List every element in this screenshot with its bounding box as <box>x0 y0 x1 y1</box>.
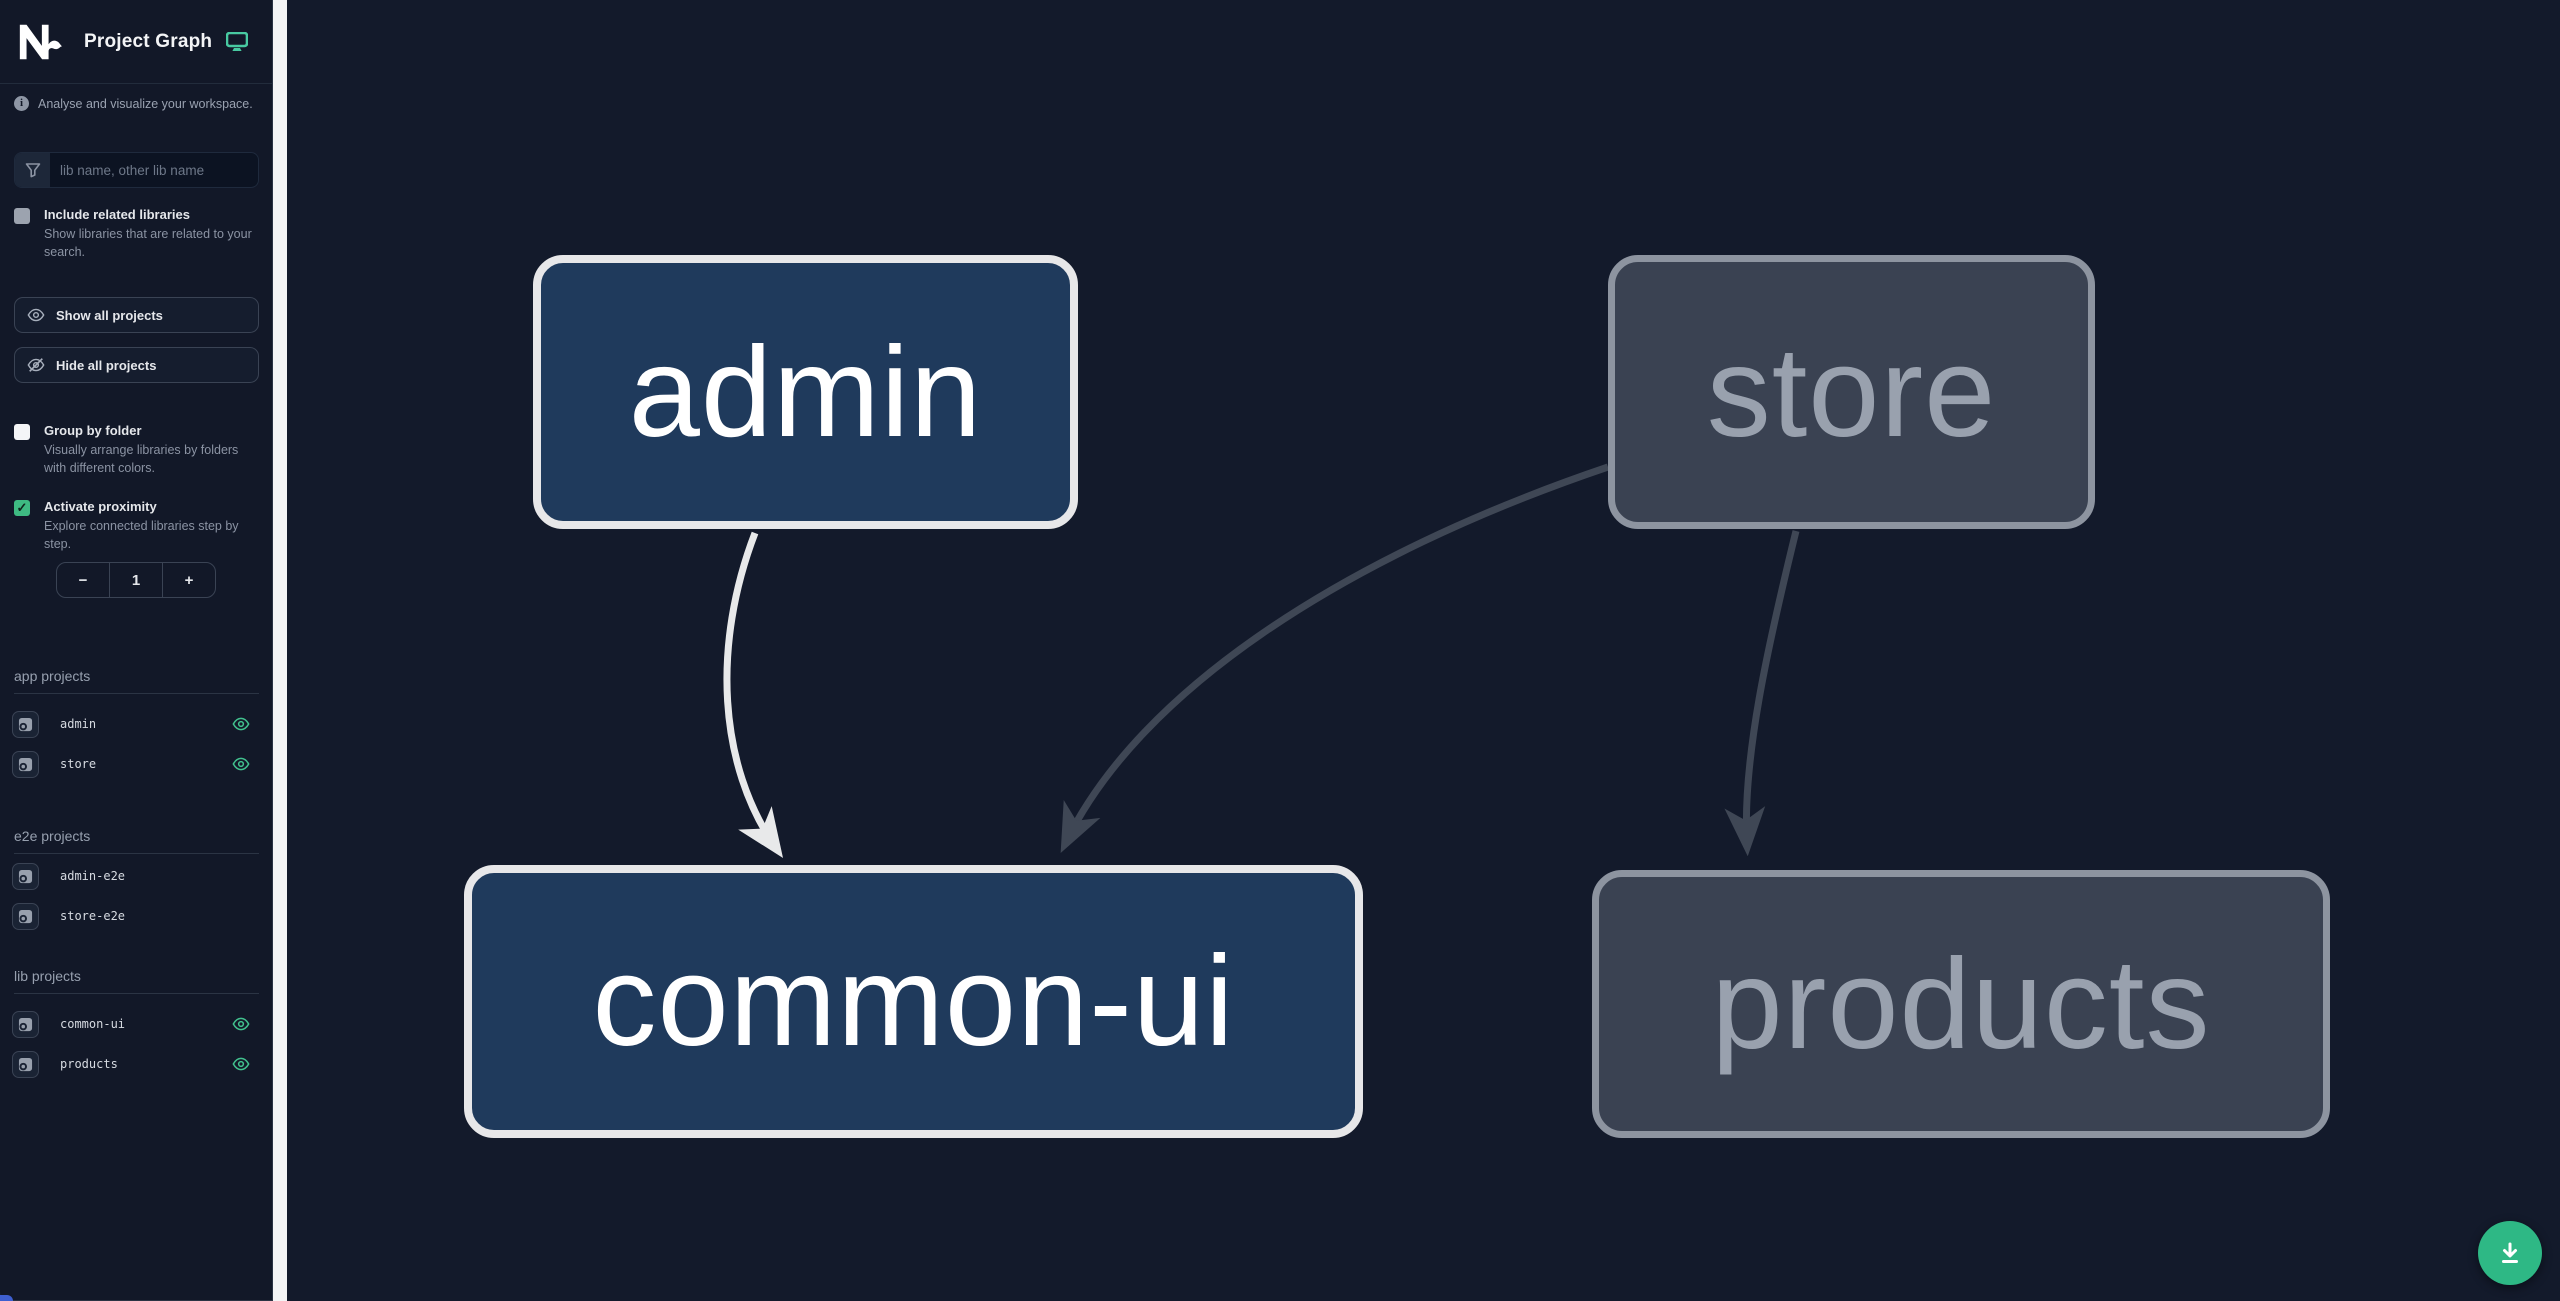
project-name[interactable]: store-e2e <box>60 909 126 923</box>
node-label: common-ui <box>592 930 1235 1073</box>
activate-proximity-description: Explore connected libraries step by step… <box>44 519 239 551</box>
stepper-value: 1 <box>109 563 162 597</box>
focus-project-button[interactable] <box>12 902 39 930</box>
filter-icon-cell <box>15 153 50 187</box>
graph-node-common-ui[interactable]: common-ui <box>464 865 1363 1138</box>
hide-all-projects-label: Hide all projects <box>56 357 157 373</box>
app-title: Project Graph <box>84 30 213 52</box>
project-filter <box>14 152 259 188</box>
funnel-filter-icon <box>25 163 40 178</box>
group-by-folder-description: Visually arrange libraries by folders wi… <box>44 443 239 475</box>
eye-off-icon <box>27 358 45 372</box>
filter-input[interactable] <box>50 153 258 187</box>
focus-project-button[interactable] <box>12 862 39 890</box>
graph-node-store[interactable]: store <box>1608 255 2095 529</box>
include-related-label: Include related libraries <box>44 207 190 222</box>
node-label: admin <box>628 320 983 464</box>
focus-project-icon <box>18 869 33 883</box>
desktop-monitor-icon[interactable] <box>226 31 249 52</box>
toggle-visibility-eye-icon[interactable] <box>232 1015 250 1033</box>
eye-icon <box>27 308 45 322</box>
section-header-e2e-projects: e2e projects <box>14 828 259 854</box>
stepper-increment-button[interactable]: + <box>162 563 215 597</box>
toggle-visibility-eye-icon[interactable] <box>232 715 250 733</box>
graph-node-products[interactable]: products <box>1592 870 2330 1138</box>
activate-proximity-checkbox[interactable]: ✓ <box>14 500 30 516</box>
focus-project-button[interactable] <box>12 750 39 778</box>
workspace-tagline: Analyse and visualize your workspace. <box>38 97 253 111</box>
activate-proximity-option[interactable]: ✓ Activate proximity Explore connected l… <box>14 499 262 553</box>
toggle-visibility-eye-icon[interactable] <box>232 755 250 773</box>
focus-project-icon <box>18 1057 33 1071</box>
node-label: store <box>1706 320 1997 464</box>
focus-project-icon <box>18 717 33 731</box>
focus-project-icon <box>18 909 33 923</box>
project-row-store: store <box>12 750 260 778</box>
sidebar-scrollbar-track[interactable] <box>273 0 287 1301</box>
section-header-lib-projects: lib projects <box>14 968 259 994</box>
toggle-visibility-eye-icon[interactable] <box>232 1055 250 1073</box>
include-related-option[interactable]: Include related libraries Show libraries… <box>14 207 262 261</box>
sidebar-header: Project Graph <box>0 0 272 84</box>
group-by-folder-label: Group by folder <box>44 423 142 438</box>
project-name[interactable]: store <box>60 757 97 771</box>
project-name[interactable]: common-ui <box>60 1017 126 1031</box>
project-name[interactable]: products <box>60 1057 118 1071</box>
project-name[interactable]: admin <box>60 717 97 731</box>
nx-logo-icon <box>19 24 62 59</box>
stepper-decrement-button[interactable]: − <box>78 571 88 589</box>
focus-project-button[interactable] <box>12 1050 39 1078</box>
show-all-projects-label: Show all projects <box>56 307 163 323</box>
project-row-common-ui: common-ui <box>12 1010 260 1038</box>
proximity-depth-stepper: − 1 + <box>56 562 216 598</box>
project-row-store-e2e: store-e2e <box>12 902 260 930</box>
bottom-left-corner-accent <box>0 1295 13 1301</box>
download-icon <box>2502 1242 2518 1263</box>
focus-project-button[interactable] <box>12 1010 39 1038</box>
include-related-checkbox[interactable] <box>14 208 30 224</box>
focus-project-button[interactable] <box>12 710 39 738</box>
info-icon: i <box>14 96 29 111</box>
project-name[interactable]: admin-e2e <box>60 869 126 883</box>
node-label: products <box>1711 932 2211 1076</box>
include-related-description: Show libraries that are related to your … <box>44 227 252 259</box>
group-by-folder-checkbox[interactable] <box>14 424 30 440</box>
download-graph-button[interactable] <box>2478 1221 2542 1285</box>
section-header-app-projects: app projects <box>14 668 259 694</box>
project-row-admin: admin <box>12 710 260 738</box>
show-all-projects-button[interactable]: Show all projects <box>14 297 259 333</box>
workspace-tagline-row: i Analyse and visualize your workspace. <box>14 96 259 111</box>
hide-all-projects-button[interactable]: Hide all projects <box>14 347 259 383</box>
activate-proximity-label: Activate proximity <box>44 499 157 514</box>
project-row-products: products <box>12 1050 260 1078</box>
project-row-admin-e2e: admin-e2e <box>12 862 260 890</box>
focus-project-icon <box>18 1017 33 1031</box>
graph-node-admin[interactable]: admin <box>533 255 1078 529</box>
group-by-folder-option[interactable]: Group by folder Visually arrange librari… <box>14 423 262 477</box>
focus-project-icon <box>18 757 33 771</box>
sidebar: Project Graph i Analyse and visualize yo… <box>0 0 273 1301</box>
